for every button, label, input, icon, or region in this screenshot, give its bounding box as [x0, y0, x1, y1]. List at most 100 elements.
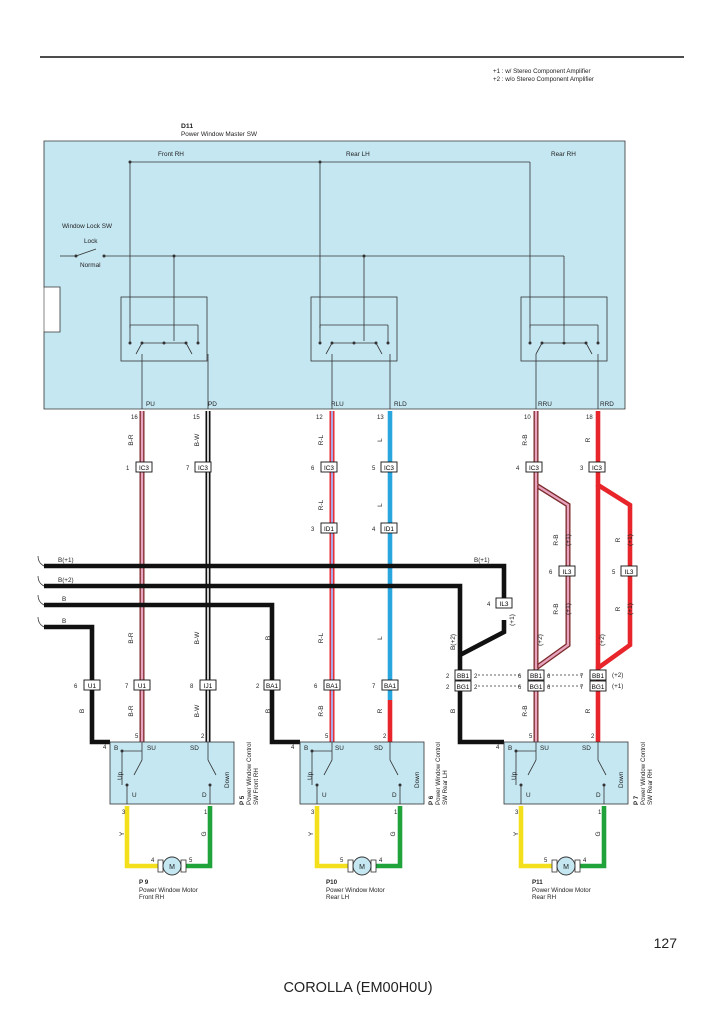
pin-pd: 15	[193, 415, 200, 421]
bus-label: B	[62, 618, 66, 625]
svg-text:BG1: BG1	[530, 684, 543, 691]
window-lock-lock: Lock	[84, 238, 98, 245]
pin: 5	[529, 734, 533, 740]
wire-label: B-R	[128, 632, 135, 644]
wire-label: R	[615, 606, 622, 611]
motor-name: Power Window Motor	[326, 887, 385, 894]
wire-label: B-W	[194, 704, 201, 718]
svg-text:IL3: IL3	[563, 569, 572, 576]
pin: 4	[291, 745, 295, 751]
terminal-pd: PD	[208, 401, 217, 408]
svg-text:BA1: BA1	[326, 683, 339, 690]
wire-rear-rh-motor-g	[580, 806, 607, 869]
wire-label: B(+2)	[450, 634, 457, 650]
bus-label: B(+1)	[58, 557, 74, 564]
wire-rear-lh-motor-g	[376, 806, 403, 869]
wire-label: B-R	[128, 434, 135, 446]
pin: 4	[151, 858, 155, 864]
svg-text:7: 7	[580, 685, 584, 691]
wire-label: R-B	[318, 705, 325, 716]
svg-text:ID1: ID1	[324, 526, 334, 533]
svg-text:ID1: ID1	[384, 526, 394, 533]
dotted-links	[478, 674, 584, 687]
svg-text:6: 6	[518, 674, 522, 680]
svg-text:IL3: IL3	[500, 601, 509, 608]
svg-text:1: 1	[126, 466, 130, 472]
svg-text:SU: SU	[540, 745, 549, 752]
svg-text:D: D	[392, 792, 397, 799]
svg-text:6: 6	[547, 674, 551, 680]
pin: 5	[325, 734, 329, 740]
option-mark: (+2)	[537, 634, 544, 646]
wire-label: Y	[119, 831, 126, 836]
connector-id1: ID1 3 ID1 4	[311, 522, 398, 534]
option-mark: (+2)	[599, 634, 606, 646]
pin: 1	[598, 810, 602, 816]
svg-text:SD: SD	[374, 745, 383, 752]
terminal-rrd: RRD	[600, 401, 614, 408]
connector-lower-row: U1 6 U1 7 IJ1 8 BA1 2 BA1 6 BA1 7 BB1 2 …	[74, 669, 607, 692]
wire-label: L	[377, 636, 384, 640]
wire-rear-lh-motor-y	[314, 806, 348, 869]
section-rear-lh: Rear LH	[346, 151, 370, 158]
control-switch-position: SW Front RH	[253, 768, 260, 805]
footer-title: COROLLA (EM00H0U)	[283, 980, 432, 996]
svg-text:Down: Down	[414, 771, 421, 788]
option-mark: (+1)	[509, 614, 516, 626]
svg-text:7: 7	[186, 466, 190, 472]
connector-ic3-row: IC3 1 IC3 7 IC3 6 IC3 5 IC3 4 IC3 3	[126, 461, 606, 473]
svg-text:Down: Down	[224, 771, 231, 788]
control-switch-position: SW Rear RH	[647, 769, 654, 805]
connector-il3: IL3 6 IL3 5 IL3 4	[487, 565, 638, 609]
pin: 5	[544, 858, 548, 864]
svg-text:Up: Up	[511, 771, 518, 780]
svg-text:7: 7	[580, 674, 584, 680]
wire-label: G	[595, 831, 602, 836]
motor-name: Power Window Motor	[139, 887, 198, 894]
svg-text:IC3: IC3	[139, 465, 149, 472]
svg-text:Up: Up	[307, 771, 314, 780]
section-front-rh: Front RH	[158, 151, 184, 158]
option-mark: (+1)	[612, 683, 623, 690]
wire-label: R	[615, 537, 622, 542]
window-lock-title: Window Lock SW	[62, 223, 113, 230]
pin-rrd: 18	[586, 415, 593, 421]
wire-label: R-L	[318, 434, 325, 445]
wire-label: L	[377, 503, 384, 507]
wire-label: R	[585, 437, 592, 442]
control-switch-name: Power Window Control	[246, 742, 253, 805]
pin: 4	[379, 858, 383, 864]
svg-text:7: 7	[372, 684, 376, 690]
svg-text:5: 5	[612, 570, 616, 576]
pin-rlu: 12	[316, 415, 323, 421]
svg-text:IC3: IC3	[529, 465, 539, 472]
wire-front-rh-motor-y	[124, 806, 158, 869]
motor-code: P 9	[139, 879, 149, 886]
wire-label: B-W	[194, 631, 201, 645]
motor-position: Rear RH	[532, 894, 556, 901]
option-mark: (+1)	[627, 534, 634, 546]
svg-text:SU: SU	[335, 745, 344, 752]
bus-label: B(+1)	[474, 557, 490, 564]
svg-text:5: 5	[372, 466, 376, 472]
motor-rear-lh: M	[347, 856, 377, 876]
pin: 4	[103, 745, 107, 751]
svg-text:6: 6	[547, 685, 551, 691]
master-switch-panel	[43, 140, 626, 410]
svg-text:M: M	[169, 864, 175, 871]
svg-text:2: 2	[446, 674, 450, 680]
svg-text:D: D	[202, 792, 207, 799]
motor-rear-rh: M	[551, 856, 581, 876]
svg-text:U1: U1	[138, 683, 147, 690]
wire-label: R-B	[553, 534, 560, 545]
bus-lines	[44, 563, 507, 745]
pin: 5	[135, 734, 139, 740]
control-switch-code: P 5	[239, 795, 246, 805]
svg-text:IL3: IL3	[625, 569, 634, 576]
wire-label: Y	[308, 831, 315, 836]
pin: 2	[383, 734, 387, 740]
pin: 4	[496, 745, 500, 751]
pin-rld: 13	[377, 415, 384, 421]
svg-text:BG1: BG1	[592, 684, 605, 691]
